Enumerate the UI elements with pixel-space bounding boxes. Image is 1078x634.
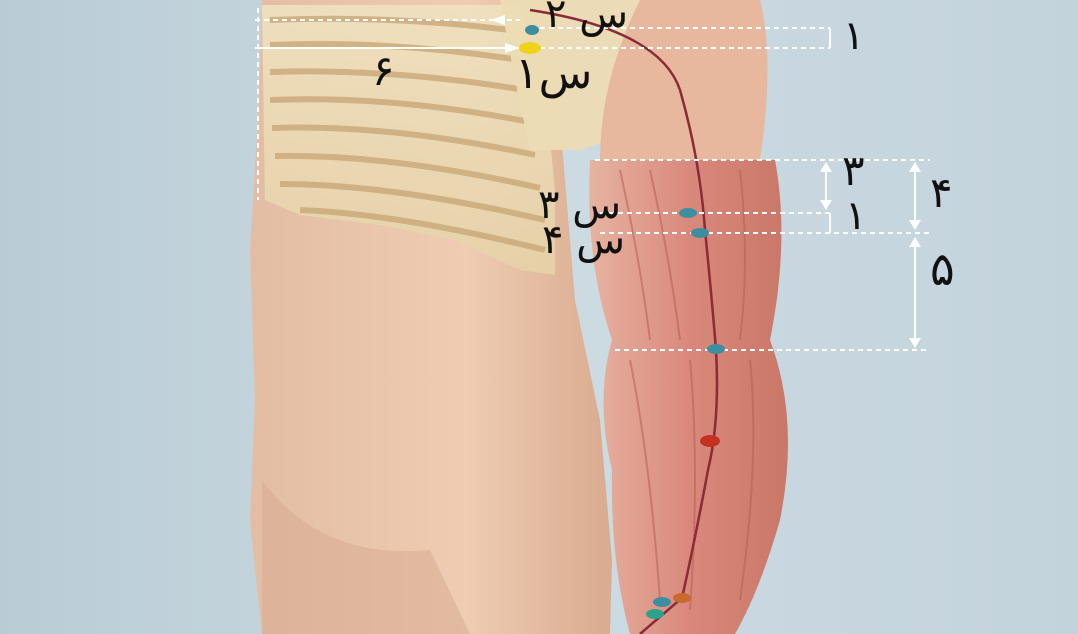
- point-mid: [707, 344, 725, 354]
- label-s2: س ۲: [545, 0, 628, 34]
- label-s1: س۱: [515, 52, 592, 96]
- point-s4: [691, 228, 709, 238]
- point-wrist-2: [673, 593, 691, 603]
- label-three: ۳: [842, 150, 865, 192]
- label-six: ۶: [372, 50, 395, 92]
- point-wrist-3: [646, 609, 664, 619]
- point-s3: [679, 208, 697, 218]
- label-one-mid: ۱: [845, 196, 866, 236]
- label-one-top: ۱: [843, 16, 864, 56]
- label-four-right: ۴: [930, 172, 953, 214]
- label-s4: س ۴: [542, 220, 625, 260]
- point-s2: [525, 25, 539, 35]
- point-red: [700, 435, 720, 447]
- point-wrist-1: [653, 597, 671, 607]
- label-five: ۵: [930, 246, 955, 292]
